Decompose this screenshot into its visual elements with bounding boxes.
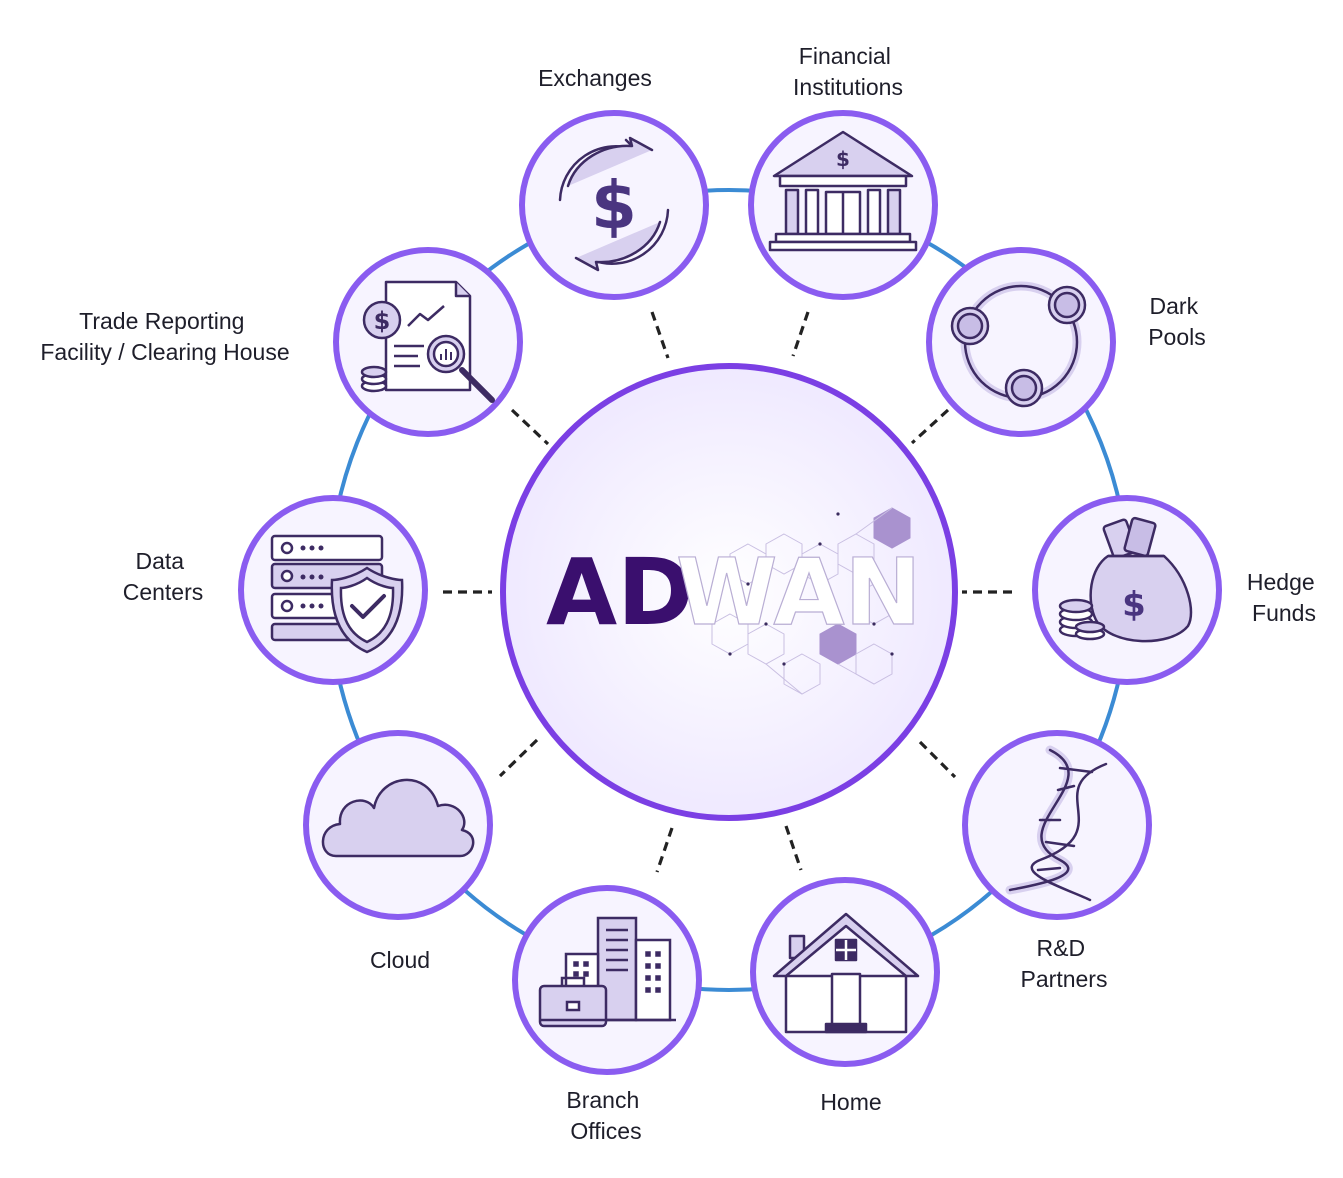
node-rd-partners[interactable]: R&D Partners xyxy=(962,730,1152,992)
svg-text:$: $ xyxy=(836,147,850,171)
svg-text:$: $ xyxy=(1122,585,1146,625)
node-cloud[interactable]: Cloud xyxy=(303,730,493,973)
connector-exchanges xyxy=(650,311,670,359)
office-buildings-icon xyxy=(538,916,676,1028)
node-label-exchanges: Exchanges xyxy=(538,65,652,91)
node-label-rd-partners: R&D Partners xyxy=(1021,935,1108,992)
node-label-hedge-funds: Hedge Funds xyxy=(1247,569,1321,626)
hexagon-pattern-decoration xyxy=(711,507,911,695)
node-label-home: Home xyxy=(820,1089,881,1115)
connector-dark-pools xyxy=(910,408,950,445)
logo-part-ad: AD xyxy=(546,539,694,646)
dna-icon xyxy=(1005,745,1108,902)
svg-text:$: $ xyxy=(374,307,391,335)
dark-pools-icon xyxy=(950,281,1087,408)
connectors xyxy=(443,311,1012,873)
node-label-financial-institutions: Financial Institutions xyxy=(793,43,903,100)
node-label-trade-reporting: Trade Reporting Facility / Clearing Hous… xyxy=(40,308,289,365)
svg-text:$: $ xyxy=(591,167,637,244)
connector-branch-offices xyxy=(655,827,674,873)
node-hedge-funds[interactable]: $ Hedge Funds xyxy=(1032,495,1321,685)
bank-icon: $ xyxy=(768,130,918,252)
node-home[interactable]: Home xyxy=(750,877,940,1115)
node-data-centers[interactable]: Data Centers xyxy=(123,495,428,685)
server-shield-icon xyxy=(270,534,404,654)
node-trade-reporting[interactable]: $ Trade Reporting Facility / Clearing Ho… xyxy=(40,247,523,437)
node-exchanges[interactable]: $ Exchanges xyxy=(519,65,709,300)
node-financial-institutions[interactable]: $ Financial Institutions xyxy=(748,43,938,300)
dollar-exchange-icon: $ xyxy=(558,136,670,272)
node-dark-pools[interactable]: Dark Pools xyxy=(926,247,1206,437)
cloud-icon xyxy=(321,778,475,858)
node-label-data-centers: Data Centers xyxy=(123,548,204,605)
report-analysis-icon: $ xyxy=(360,280,495,403)
node-label-dark-pools: Dark Pools xyxy=(1148,293,1206,350)
connector-home xyxy=(784,825,803,871)
node-label-cloud: Cloud xyxy=(370,947,430,973)
connector-rd-partners xyxy=(918,740,957,779)
house-icon xyxy=(772,912,920,1034)
node-branch-offices[interactable]: Branch Offices xyxy=(512,885,702,1144)
logo-part-wan: WAN xyxy=(676,539,922,646)
connector-cloud xyxy=(498,738,539,778)
connector-financial-institutions xyxy=(791,311,810,357)
node-dots xyxy=(728,512,894,666)
money-bag-icon: $ xyxy=(1058,516,1193,643)
center-hub: AD WAN xyxy=(500,363,958,821)
connector-trade-reporting xyxy=(510,408,550,446)
node-label-branch-offices: Branch Offices xyxy=(566,1087,645,1144)
